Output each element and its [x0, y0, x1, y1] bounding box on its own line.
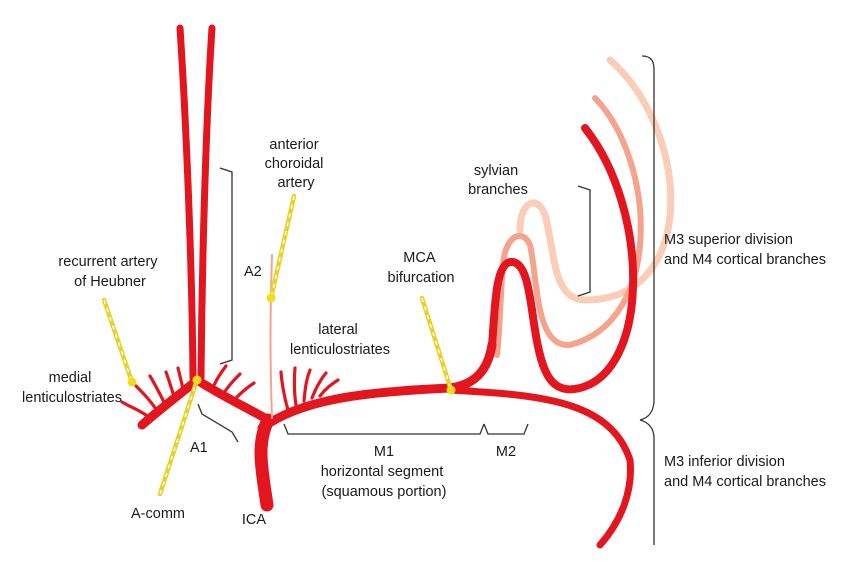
labels: anterior choroidal artery sylvian branch…: [22, 137, 826, 528]
medial-lenticulostriate-branch: [210, 364, 228, 392]
medial-lenticulostriate-branch: [134, 384, 160, 414]
m3-inferior-label: M3 inferior division and M4 cortical bra…: [664, 454, 826, 490]
lateral-lenticulostriate-branches: [279, 366, 340, 412]
a1-left: [137, 375, 202, 430]
pointer-dot: [266, 293, 276, 303]
lateral-lenticulostriate-branch: [292, 366, 298, 407]
sylvian-branches-label: sylvian branches: [468, 163, 528, 198]
anterior-choroidal-vessel: [269, 254, 273, 419]
a1-bracket: [197, 403, 239, 443]
mca-bifurcation-label: MCA bifurcation: [388, 250, 455, 286]
brackets: [197, 55, 655, 545]
m3-inferior-bracket: [639, 419, 655, 545]
m2-label: M2: [496, 444, 516, 460]
medial-lenticulostriate-branch: [220, 372, 242, 398]
pointer-dot: [127, 377, 137, 387]
medial-lenticulostriate-branch: [148, 374, 168, 408]
m1-label: M1: [374, 444, 394, 460]
recurrent-heubner-label: recurrent artery of Heubner: [58, 254, 161, 290]
ica-label: ICA: [242, 512, 267, 528]
a-comm-pointer: [157, 375, 202, 497]
medial-lenticulostriate-branch: [120, 400, 152, 420]
anterior-choroidal-label: anterior choroidal artery: [265, 137, 328, 191]
a2-right: [197, 24, 216, 382]
mca-superior-loop: [488, 124, 638, 394]
lateral-lenticulostriate-branch: [318, 378, 340, 398]
m2-bracket: [483, 423, 529, 435]
lateral-lenticulostriate-branch: [279, 370, 290, 412]
lateral-lenticulostriate-branch: [302, 368, 312, 403]
medial-lenticulostriate-branches: [120, 364, 256, 420]
m1-bracket: [283, 423, 485, 435]
sylvian-bracket: [577, 185, 591, 297]
m3-superior-bracket: [639, 55, 655, 421]
lateral-lenticulostriates-label: lateral lenticulostriates: [290, 322, 390, 358]
pointer-dot: [446, 385, 456, 395]
a2-label: A2: [244, 264, 262, 280]
arteries: [137, 24, 638, 549]
pointers: [101, 193, 456, 497]
a-comm-label: A-comm: [131, 506, 185, 522]
mca-inferior-division: [446, 386, 634, 549]
pointer-dot: [192, 375, 202, 385]
m3-superior-label: M3 superior division and M4 cortical bra…: [664, 232, 826, 268]
a2-left: [176, 24, 197, 382]
m1-description-label: horizontal segment (squamous portion): [321, 464, 448, 500]
medial-lenticulostriate-branch: [230, 381, 256, 404]
a1-label: A1: [190, 440, 208, 456]
ica: [254, 413, 275, 512]
heubner-pointer: [101, 297, 137, 387]
a2-bracket: [219, 167, 233, 365]
medial-lenticulostriate-branch: [176, 366, 186, 396]
medial-lenticulostriate-branch: [164, 370, 177, 402]
sylvian-branch-outer: [516, 56, 675, 304]
m1-segment: [257, 340, 497, 433]
lateral-lenticulostriate-branch: [310, 371, 328, 400]
medial-lenticulostriates-label: medial lenticulostriates: [22, 370, 122, 406]
sylvian-branches-pale: [494, 56, 675, 358]
mca-bifurcation-pointer: [419, 295, 456, 395]
anterior-choroidal-pointer: [266, 193, 297, 303]
